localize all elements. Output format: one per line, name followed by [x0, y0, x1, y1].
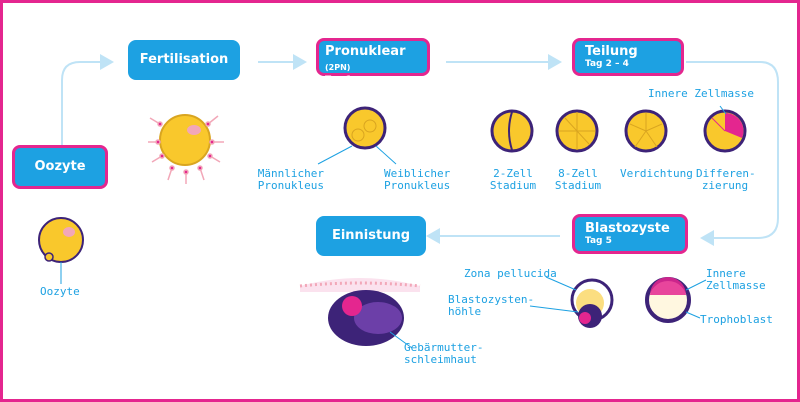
label-gebaermutter-line2: schleimhaut: [404, 353, 477, 366]
label-zona-pellucida: Zona pellucida: [464, 267, 557, 280]
label-differenzierung-line2: zierung: [701, 179, 749, 192]
stage-pronuklear-tag: (2PN): [325, 63, 351, 72]
stage-teilung: Teilung Tag 2 – 4: [572, 38, 684, 76]
stage-einnistung-label: Einnistung: [331, 228, 411, 243]
hatching-blastocyst: [529, 276, 614, 328]
stage-fertilisation: Fertilisation: [128, 40, 240, 80]
label-zwei-zell-line1: 2-Zell: [493, 167, 533, 180]
stage-pronuklear-label: Pronuklear: [325, 44, 406, 59]
stage-teilung-label: Teilung: [585, 44, 638, 59]
stage-pronuklear-day: Tag 1: [325, 75, 352, 85]
stage-blastozyste: Blastozyste Tag 5: [572, 214, 688, 254]
stage-einnistung: Einnistung: [316, 216, 426, 256]
differentiation-stage: [703, 105, 747, 153]
label-weiblicher-line1: Weiblicher: [384, 167, 451, 180]
label-blastozystenhoehle-line1: Blastozysten-: [448, 293, 535, 306]
label-acht-zell-line1: 8-Zell: [558, 167, 598, 180]
label-maennlicher-pronukleus: Männlicher Pronukleus: [248, 168, 324, 192]
implantation-illustration: [299, 278, 421, 349]
label-maennlicher-line1: Männlicher: [257, 167, 324, 180]
eight-cell-stage: [555, 109, 599, 153]
label-gebaermutter-line1: Gebärmutter-: [404, 341, 484, 354]
label-blastozystenhoehle-line2: höhle: [448, 305, 482, 318]
label-acht-zell-stadium: 8-Zell Stadium: [552, 168, 604, 192]
fertilisation-cell: [148, 114, 224, 184]
label-innere-zellmasse-top: Innere Zellmasse: [648, 87, 754, 100]
two-cell-stage: [490, 109, 534, 153]
stage-oozyte: Oozyte: [12, 145, 108, 189]
label-zwei-zell-stadium: 2-Zell Stadium: [488, 168, 538, 192]
stage-blastozyste-label: Blastozyste: [585, 221, 670, 236]
label-maennlicher-line2: Pronukleus: [257, 179, 324, 192]
label-zwei-zell-line2: Stadium: [489, 179, 537, 192]
label-differenzierung-line1: Differen-: [696, 167, 756, 180]
arrow-teilung-to-blastozyste: [686, 61, 779, 246]
stage-fertilisation-label: Fertilisation: [139, 52, 229, 67]
label-weiblicher-pronukleus: Weiblicher Pronukleus: [384, 168, 450, 192]
label-innere-zellmasse: Innere Zellmasse: [706, 268, 766, 292]
oozyte-cell: [38, 217, 84, 284]
label-verdichtung: Verdichtung: [620, 167, 693, 180]
stage-oozyte-label: Oozyte: [34, 159, 86, 174]
label-innere-zellmasse-line2: Zellmasse: [706, 279, 766, 292]
label-blastozystenhoehle: Blastozysten- höhle: [448, 294, 534, 318]
pronuklear-cell: [317, 106, 397, 165]
label-weiblicher-line2: Pronukleus: [384, 179, 451, 192]
stage-pronuklear: Pronuklear (2PN) Tag 1: [316, 38, 430, 85]
label-gebaermutterschleimhaut: Gebärmutter- schleimhaut: [404, 342, 483, 366]
label-differenzierung: Differen- zierung: [696, 167, 756, 192]
stage-teilung-day: Tag 2 – 4: [585, 59, 629, 69]
label-oozyte: Oozyte: [40, 285, 80, 298]
blastocyst: [645, 277, 707, 323]
arrow-oozyte-to-fertilisation: [61, 54, 114, 150]
label-acht-zell-line2: Stadium: [554, 179, 602, 192]
label-innere-zellmasse-line1: Innere: [706, 267, 746, 280]
stage-blastozyste-day: Tag 5: [585, 236, 612, 246]
label-trophoblast: Trophoblast: [700, 313, 773, 326]
compaction-stage: [624, 109, 668, 153]
